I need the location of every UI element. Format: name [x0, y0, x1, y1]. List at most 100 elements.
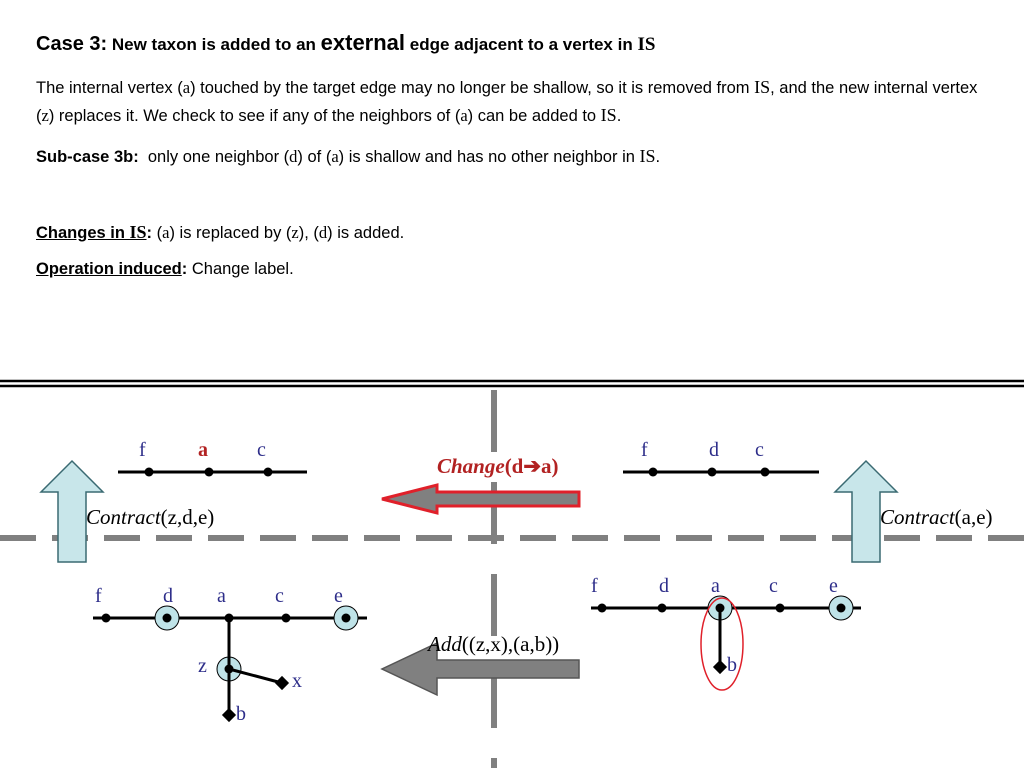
bottom-left-node-a	[224, 613, 234, 623]
top-right-label-f: f	[641, 439, 648, 461]
add-op-name: Add	[426, 632, 462, 656]
p2-vertex-d: d	[289, 147, 298, 166]
title-is: IS	[637, 34, 656, 55]
p2-text-4: .	[655, 148, 661, 166]
bottom-left-label-a: a	[217, 585, 226, 607]
paragraph-description: The internal vertex (a) touched by the t…	[36, 74, 996, 130]
changes-is: IS	[129, 222, 147, 242]
top-right-node-c	[760, 467, 770, 477]
p2-text-3: ) is shallow and has no other neighbor i…	[338, 148, 640, 166]
change-op-arrow-icon: ➔	[523, 454, 541, 478]
p3-vertex-d: d	[318, 223, 328, 242]
p1-text-1: The internal vertex (	[36, 79, 183, 97]
operation-label: Operation induced	[36, 260, 182, 278]
p1-text-5: ) can be added to	[467, 107, 601, 125]
bottom-left-branch-x	[228, 667, 283, 685]
changes-label-text: Changes in	[36, 224, 130, 242]
contract-left-args: (z,d,e)	[161, 505, 215, 529]
bottom-right-label-e: e	[829, 575, 838, 597]
p1-is: IS	[754, 77, 771, 97]
p3-text-4: ) is added.	[327, 224, 405, 242]
paragraph-subcase: Sub-case 3b: only one neighbor (d) of (a…	[36, 143, 660, 171]
contract-left-name: Contract	[86, 505, 162, 529]
top-right-label-d: d	[709, 439, 719, 461]
bottom-left-node-f	[101, 613, 111, 623]
p3-vertex-a: a	[162, 223, 170, 242]
p2-text-1: only one neighbor (	[138, 148, 290, 166]
bottom-right-node-f	[597, 603, 607, 613]
changes-label: Changes in IS	[36, 222, 147, 242]
bottom-right-leaf-b-icon	[712, 659, 728, 675]
bottom-right-node-d	[657, 603, 667, 613]
add-arrow-icon	[380, 641, 580, 697]
paragraph-changes: Changes in IS: (a) is replaced by (z), (…	[36, 219, 404, 247]
p1-text-6: .	[616, 107, 622, 125]
bottom-right-label-a: a	[711, 575, 720, 597]
p1-text-2: ) touched by the target edge may no long…	[190, 79, 755, 97]
bottom-left-label-f: f	[95, 585, 102, 607]
bottom-right-label-c: c	[769, 575, 778, 597]
bottom-left-leaf-x-icon	[274, 675, 290, 691]
p1-vertex-a2: a	[460, 106, 468, 125]
bottom-left-node-e	[341, 613, 351, 623]
paragraph-operation: Operation induced: Change label.	[36, 256, 294, 283]
bottom-right-label-d: d	[659, 575, 669, 597]
title-case: Case 3:	[36, 33, 108, 55]
p1-vertex-a: a	[182, 78, 191, 97]
bottom-left-label-c: c	[275, 585, 284, 607]
p2-vertex-a: a	[331, 147, 339, 166]
bottom-left-label-d: d	[163, 585, 173, 607]
change-op-name: Change	[437, 454, 505, 478]
p2-text-2: ) of (	[297, 148, 332, 166]
p4-text-1: Change label.	[187, 260, 294, 278]
top-left-label-f: f	[139, 439, 146, 461]
p1-vertex-z: z	[41, 106, 49, 125]
p1-is2: IS	[600, 105, 617, 125]
bottom-left-label-z: z	[198, 655, 207, 677]
bottom-left-node-c	[281, 613, 291, 623]
bottom-left-label-x: x	[292, 670, 302, 692]
top-right-node-d	[707, 467, 717, 477]
top-left-node-c	[263, 467, 273, 477]
contract-left-label: Contract(z,d,e)	[86, 505, 214, 529]
bottom-left-leaf-b-icon	[221, 707, 237, 723]
top-left-label-a: a	[198, 439, 208, 461]
bottom-right-target-edge-ellipse	[700, 597, 744, 691]
operation-colon: :	[181, 260, 188, 278]
top-left-node-f	[144, 467, 154, 477]
add-op-args: ((z,x),(a,b))	[462, 632, 559, 656]
bottom-right-label-f: f	[591, 575, 598, 597]
subcase-label: Sub-case 3b:	[36, 148, 139, 166]
top-right-label-c: c	[755, 439, 764, 461]
title-external: external	[320, 30, 406, 55]
p1-text-4: ) replaces it. We check to see if any of…	[48, 107, 461, 125]
top-right-node-f	[648, 467, 658, 477]
change-arrow-icon	[381, 483, 581, 515]
p3-text-3: ), (	[298, 224, 319, 242]
change-op-args: (d	[505, 454, 524, 478]
bottom-left-label-e: e	[334, 585, 343, 607]
contract-right-name: Contract	[880, 505, 956, 529]
bottom-left-node-d	[162, 613, 172, 623]
p1-text-3: , and the new internal vertex (	[36, 79, 978, 125]
slide-title: Case 3: New taxon is added to an externa…	[36, 30, 655, 56]
change-op-end: a)	[541, 454, 559, 478]
top-left-label-c: c	[257, 439, 266, 461]
bottom-right-node-a	[715, 603, 725, 613]
title-part1: New taxon is added to an	[107, 35, 321, 54]
top-left-node-a	[204, 467, 214, 477]
p3-vertex-z: z	[291, 223, 299, 242]
p3-text-2: ) is replaced by (	[169, 224, 292, 242]
contract-right-args: (a,e)	[955, 505, 993, 529]
contract-right-label: Contract(a,e)	[880, 505, 993, 529]
p3-text-1: (	[152, 224, 163, 242]
bottom-right-node-c	[775, 603, 785, 613]
p2-is: IS	[639, 146, 656, 166]
bottom-left-label-b: b	[236, 703, 246, 725]
bottom-right-node-e	[836, 603, 846, 613]
add-operation-label: Add((z,x),(a,b))	[426, 632, 559, 656]
up-arrow-left-icon	[39, 459, 105, 563]
title-part2: edge adjacent to a vertex in	[405, 35, 638, 54]
changes-colon: :	[146, 224, 153, 242]
